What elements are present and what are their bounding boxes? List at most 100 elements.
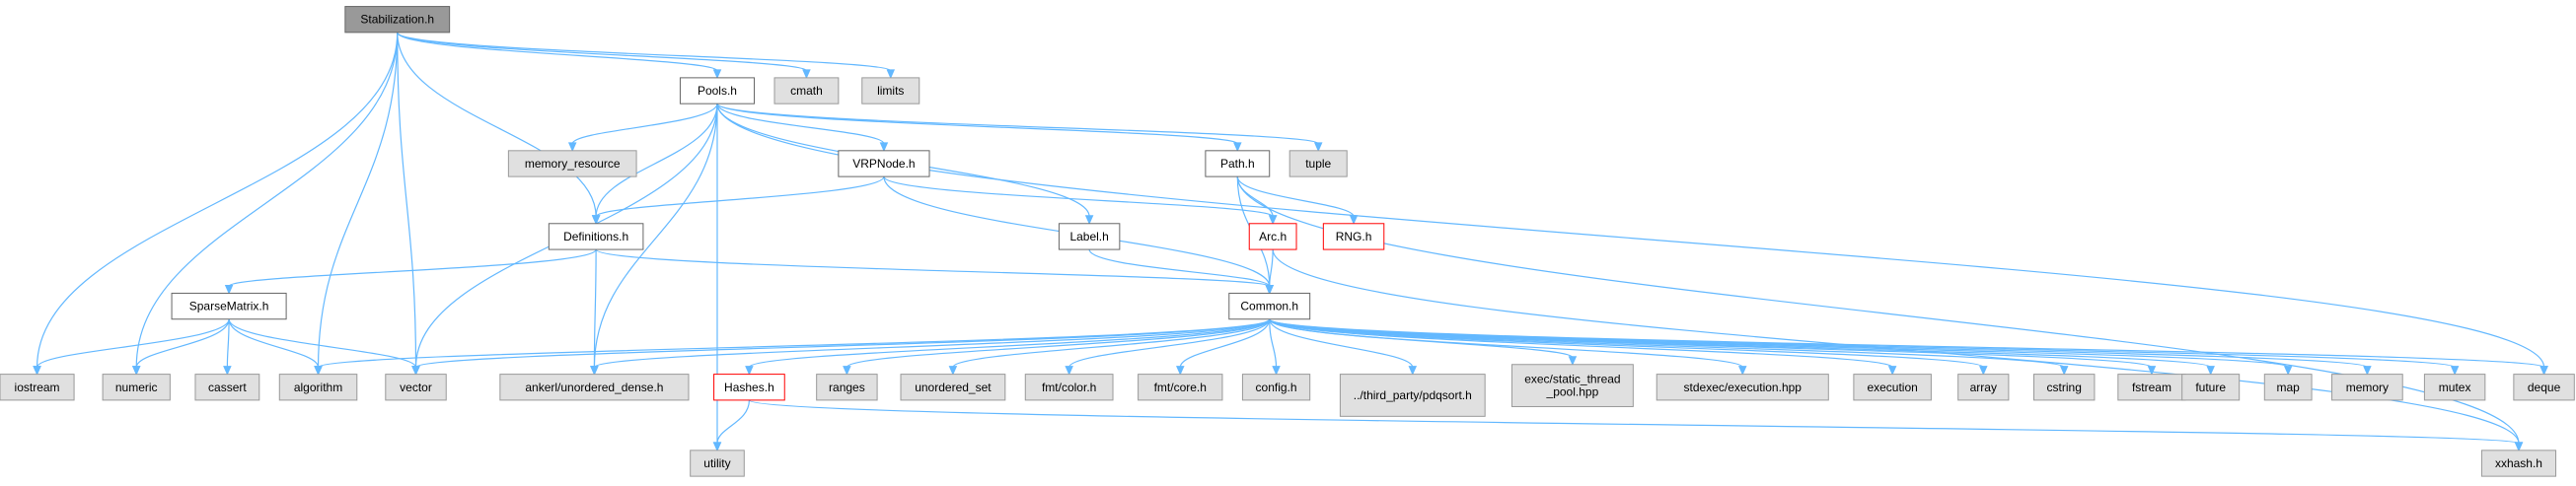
edge-line [883,175,1274,218]
edge-sparse-to-numeric [131,318,230,376]
node-array: array [1957,374,2010,401]
edge-arrowhead [1233,142,1242,153]
edge-arrowhead [1349,215,1359,226]
edge-arrowhead [2514,442,2524,452]
edge-sparse-to-vector [228,318,420,376]
edge-arrowhead [843,366,851,376]
edge-line [135,32,399,368]
node-label: Common.h [1240,300,1298,313]
edge-line [36,32,399,368]
node-label: ankerl/unordered_dense.h [525,381,663,394]
node-box [861,77,920,104]
node-label: array [1970,381,1997,394]
node-fstream: fstream [2117,374,2186,401]
node-ankerl: ankerl/unordered_dense.h [499,374,690,401]
node-box [2513,374,2575,401]
edge-line [1269,318,1893,369]
node-map: map [2263,374,2313,401]
edge-arrowhead [1272,366,1281,376]
edge-line [1269,318,1743,369]
node-box [900,374,1006,401]
node-box [1228,292,1311,320]
edge-common-to-fstream [1269,318,2157,376]
node-label: Path.h [1220,157,1255,171]
node-box [507,150,637,177]
edge-vrpnode-to-arc [883,175,1278,226]
edge-label-to-common [1088,248,1274,295]
node-pdqsort: ../third_party/pdqsort.h [1339,374,1486,417]
node-box [171,292,287,320]
node-box [1853,374,1932,401]
node-ranges: ranges [816,374,878,401]
edge-line [1269,249,1274,287]
node-hashes[interactable]: Hashes.h [713,374,785,401]
node-common[interactable]: Common.h [1228,292,1311,320]
node-label: mutex [2439,381,2471,394]
node-box [1322,223,1385,250]
node-stab[interactable]: Stabilization.h [344,6,451,34]
edge-sparse-to-cassert [223,318,232,376]
edge-common-to-config [1269,318,1281,376]
edge-arrowhead [33,366,41,376]
edge-arrowhead [712,69,722,80]
edge-arrowhead [2283,366,2293,376]
node-sparse[interactable]: SparseMatrix.h [171,292,287,320]
edge-line [593,318,1271,369]
edge-stab-to-algorithm [314,32,399,376]
node-arc[interactable]: Arc.h [1248,223,1297,250]
edge-sparse-to-iostream [33,318,230,376]
node-vrpnode[interactable]: VRPNode.h [838,150,930,177]
edge-arrowhead [1979,366,1988,376]
edge-pools-to-memres [567,103,718,153]
edge-arrowhead [1268,215,1278,226]
node-box [278,374,358,401]
node-rng[interactable]: RNG.h [1322,223,1385,250]
edge-arrowhead [2363,366,2372,376]
node-box [1138,374,1223,401]
node-pools[interactable]: Pools.h [679,77,756,104]
edge-line [748,399,2520,445]
edge-pools-to-vrpnode [716,103,889,153]
node-label: fmt/color.h [1042,381,1096,394]
edge-line [952,318,1271,369]
node-label: deque [2528,381,2561,394]
edge-line [1068,318,1271,368]
node-box [1248,223,1297,250]
node-path[interactable]: Path.h [1205,150,1271,177]
edge-stab-to-pools [397,32,722,80]
node-fmtcore: fmt/core.h [1138,374,1223,401]
node-uset: unordered_set [900,374,1006,401]
node-label: limits [877,84,904,98]
node-label: Hashes.h [724,381,774,394]
node-label: cmath [790,84,823,98]
node-label: config.h [1256,381,1297,394]
node-label: stdexec/execution.hpp [1684,381,1803,394]
edge-arrowhead [224,284,234,295]
node-cmath: cmath [773,77,840,104]
edge-line [716,103,885,145]
node-fmtcolor: fmt/color.h [1024,374,1114,401]
node-execstatic: exec/static_thread_pool.hpp [1510,364,1634,407]
node-label[interactable]: Label.h [1058,223,1121,250]
node-box [2181,374,2241,401]
node-label: tuple [1305,157,1331,171]
edge-common-to-fmtcore [1176,318,1271,376]
edge-line [595,248,1271,288]
edge-line [228,318,417,368]
edge-arrowhead [223,366,232,376]
edge-arrowhead [948,366,958,376]
edge-line [593,104,718,368]
edge-line [1269,318,1278,368]
edge-stab-to-cmath [397,32,811,80]
node-box [1656,374,1829,401]
edge-arrowhead [879,142,889,153]
node-deque: deque [2513,374,2575,401]
edge-line [1269,318,2368,369]
node-defs[interactable]: Definitions.h [548,223,644,250]
edge-line [1269,318,1984,369]
edge-line [571,103,718,145]
edge-arrowhead [1065,366,1073,376]
node-label: exec/static_thread [1524,373,1620,386]
node-label: future [2195,381,2226,394]
node-label: Definitions.h [563,230,628,243]
